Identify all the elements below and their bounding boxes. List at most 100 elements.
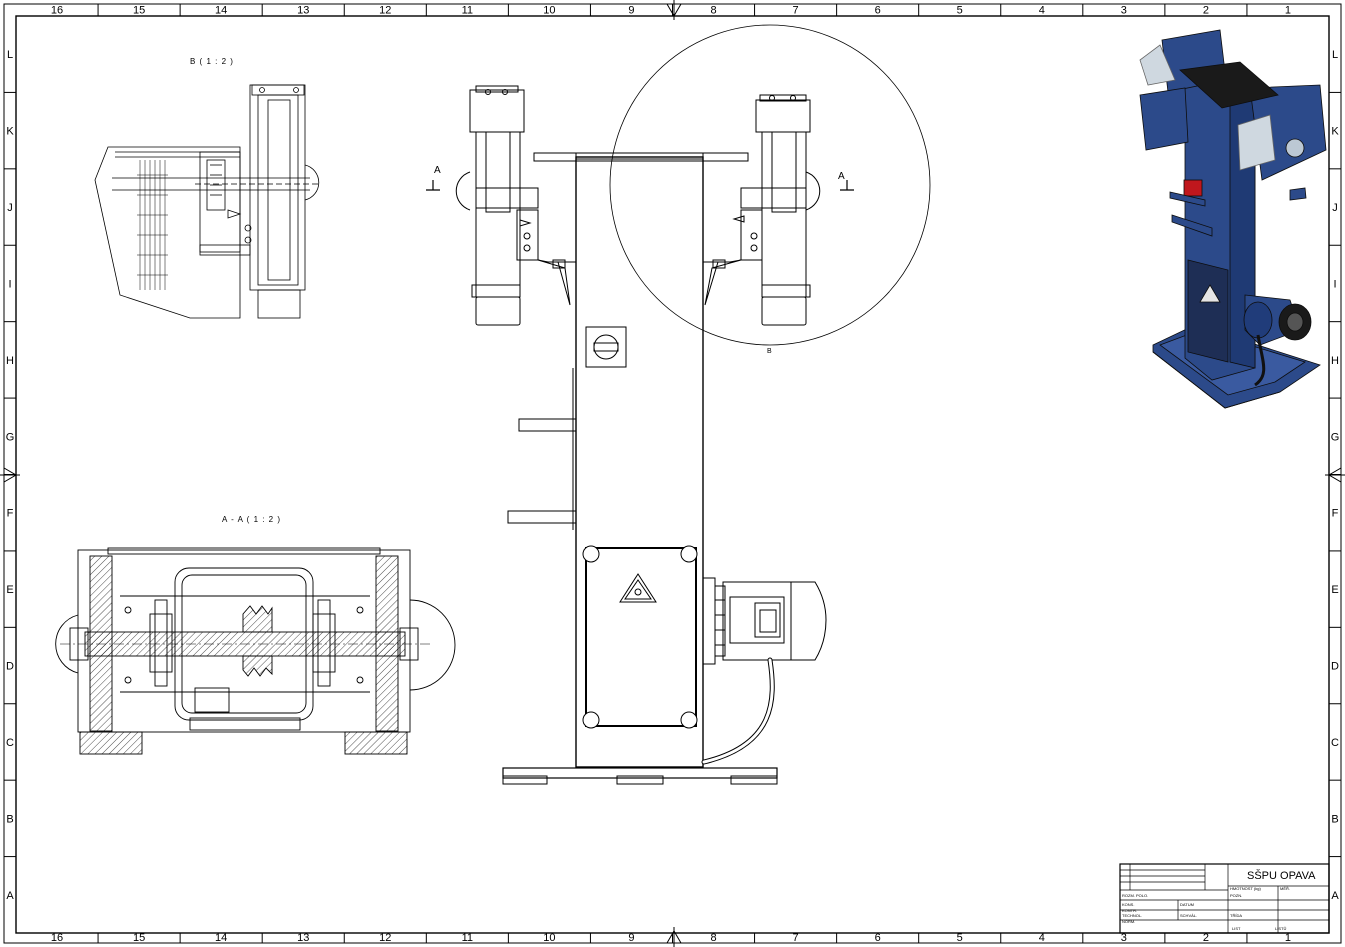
zone-column-label: 8	[710, 932, 716, 944]
company-name: SŠPU OPAVA	[1247, 869, 1316, 882]
detail-b-grill	[137, 160, 168, 290]
zone-column-label: 3	[1121, 5, 1127, 17]
zone-column-label: 6	[875, 932, 881, 944]
detail-b-label: B ( 1 : 2 )	[190, 57, 234, 66]
isometric-render	[1139, 29, 1327, 409]
tb-field-11: HMOTNOST (kg)	[1230, 886, 1261, 891]
tb-field-9: LIST	[1232, 926, 1241, 931]
front-view: B A A	[426, 24, 931, 785]
zone-column-label: 4	[1039, 932, 1045, 944]
tb-field-0: ROZM. POLO.	[1122, 893, 1148, 898]
zone-column-label: 14	[215, 5, 227, 17]
section-aa-label: A - A ( 1 : 2 )	[222, 515, 281, 524]
zone-row-label: C	[6, 737, 14, 749]
warning-triangle-icon	[1199, 284, 1221, 303]
zone-column-label: 2	[1203, 5, 1209, 17]
zone-row-label: L	[1332, 49, 1338, 61]
front-column	[575, 156, 704, 768]
zone-row-label: G	[1331, 431, 1340, 443]
zone-column-label: 5	[957, 932, 963, 944]
zone-column-label: 10	[543, 932, 555, 944]
zone-row-label: D	[1331, 661, 1339, 673]
front-main-switch	[585, 326, 627, 368]
zone-column-label: 1	[1285, 932, 1291, 944]
warning-triangle-icon	[619, 573, 657, 603]
aa-left-foot	[79, 731, 143, 755]
zone-column-label: 7	[793, 932, 799, 944]
detail-circle-letter: B	[767, 348, 772, 355]
tb-field-4: NORM.	[1122, 919, 1135, 924]
zone-column-label: 6	[875, 5, 881, 17]
zone-row-label: B	[1331, 813, 1338, 825]
zone-row-label: A	[1331, 890, 1339, 902]
zone-row-label: E	[1331, 584, 1338, 596]
tb-field-6: DATUM	[1180, 902, 1194, 907]
zone-column-label: 4	[1039, 5, 1045, 17]
zone-column-label: 16	[51, 932, 63, 944]
zone-row-label: F	[1332, 508, 1339, 520]
zone-row-label: A	[6, 890, 14, 902]
title-block: SŠPU OPAVA ROZM. POLO. KONS. KONTR. TECH…	[1119, 863, 1330, 934]
zone-column-label: 12	[379, 932, 391, 944]
tb-field-3: TECHNOL.	[1122, 913, 1142, 918]
zone-column-label: 9	[628, 5, 634, 17]
zone-column-label: 2	[1203, 932, 1209, 944]
zone-column-label: 8	[710, 5, 716, 17]
zone-column-label: 11	[462, 932, 473, 944]
zone-column-label: 15	[133, 5, 145, 17]
zone-column-label: 9	[628, 932, 634, 944]
zone-row-label: K	[6, 126, 14, 138]
front-access-panel	[582, 545, 698, 729]
aa-right-foot	[344, 731, 408, 755]
detail-view-b: B ( 1 : 2 )	[94, 57, 320, 319]
tb-field-7: POZN.	[1230, 893, 1242, 898]
section-mark-right: A	[838, 171, 845, 182]
tb-field-2: KONTR.	[1122, 908, 1137, 913]
zone-column-label: 3	[1121, 932, 1127, 944]
zone-column-label: 12	[379, 5, 391, 17]
zone-column-label: 14	[215, 932, 227, 944]
front-left-head	[455, 85, 576, 326]
zone-row-label: H	[1331, 355, 1339, 367]
zone-column-label: 13	[297, 5, 309, 17]
zone-row-label: F	[7, 508, 14, 520]
zone-column-label: 11	[462, 5, 473, 17]
detail-circle-b	[609, 24, 931, 346]
zone-column-label: 7	[793, 5, 799, 17]
front-base	[502, 767, 778, 779]
zone-row-label: K	[1331, 126, 1339, 138]
front-right-head	[703, 94, 821, 326]
inner-frame	[15, 15, 1330, 934]
zone-row-label: J	[7, 202, 13, 214]
zone-row-label: L	[7, 49, 13, 61]
zone-row-label: J	[1332, 202, 1338, 214]
zone-row-label: B	[6, 813, 13, 825]
outer-frame	[3, 3, 1342, 944]
zone-row-label: H	[6, 355, 14, 367]
zone-row-label: G	[6, 431, 15, 443]
section-mark-left: A	[434, 165, 441, 176]
tb-field-8: TŘÍDA	[1230, 913, 1242, 918]
zone-column-label: 13	[297, 932, 309, 944]
zone-column-label: 1	[1285, 5, 1291, 17]
iso-main-switch	[1183, 179, 1203, 197]
zone-row-label: E	[6, 584, 13, 596]
zone-row-label: I	[1333, 278, 1336, 290]
tb-field-5: SCHVÁL.	[1180, 913, 1197, 918]
tb-field-12: MĚŘ.	[1280, 886, 1290, 891]
section-view-aa: A - A ( 1 : 2 )	[55, 515, 456, 755]
zone-row-label: C	[1331, 737, 1339, 749]
zone-row-label: I	[8, 278, 11, 290]
zone-row-label: D	[6, 661, 14, 673]
zone-grid: 1616151514141313121211111010998877665544…	[4, 4, 1341, 944]
zone-column-label: 16	[51, 5, 63, 17]
tb-field-10: LISTŮ	[1275, 926, 1286, 931]
zone-column-label: 5	[957, 5, 963, 17]
zone-column-label: 15	[133, 932, 145, 944]
tb-field-1: KONS.	[1122, 902, 1134, 907]
zone-column-label: 10	[543, 5, 555, 17]
motor-cable	[701, 657, 775, 765]
front-motor	[701, 577, 827, 765]
